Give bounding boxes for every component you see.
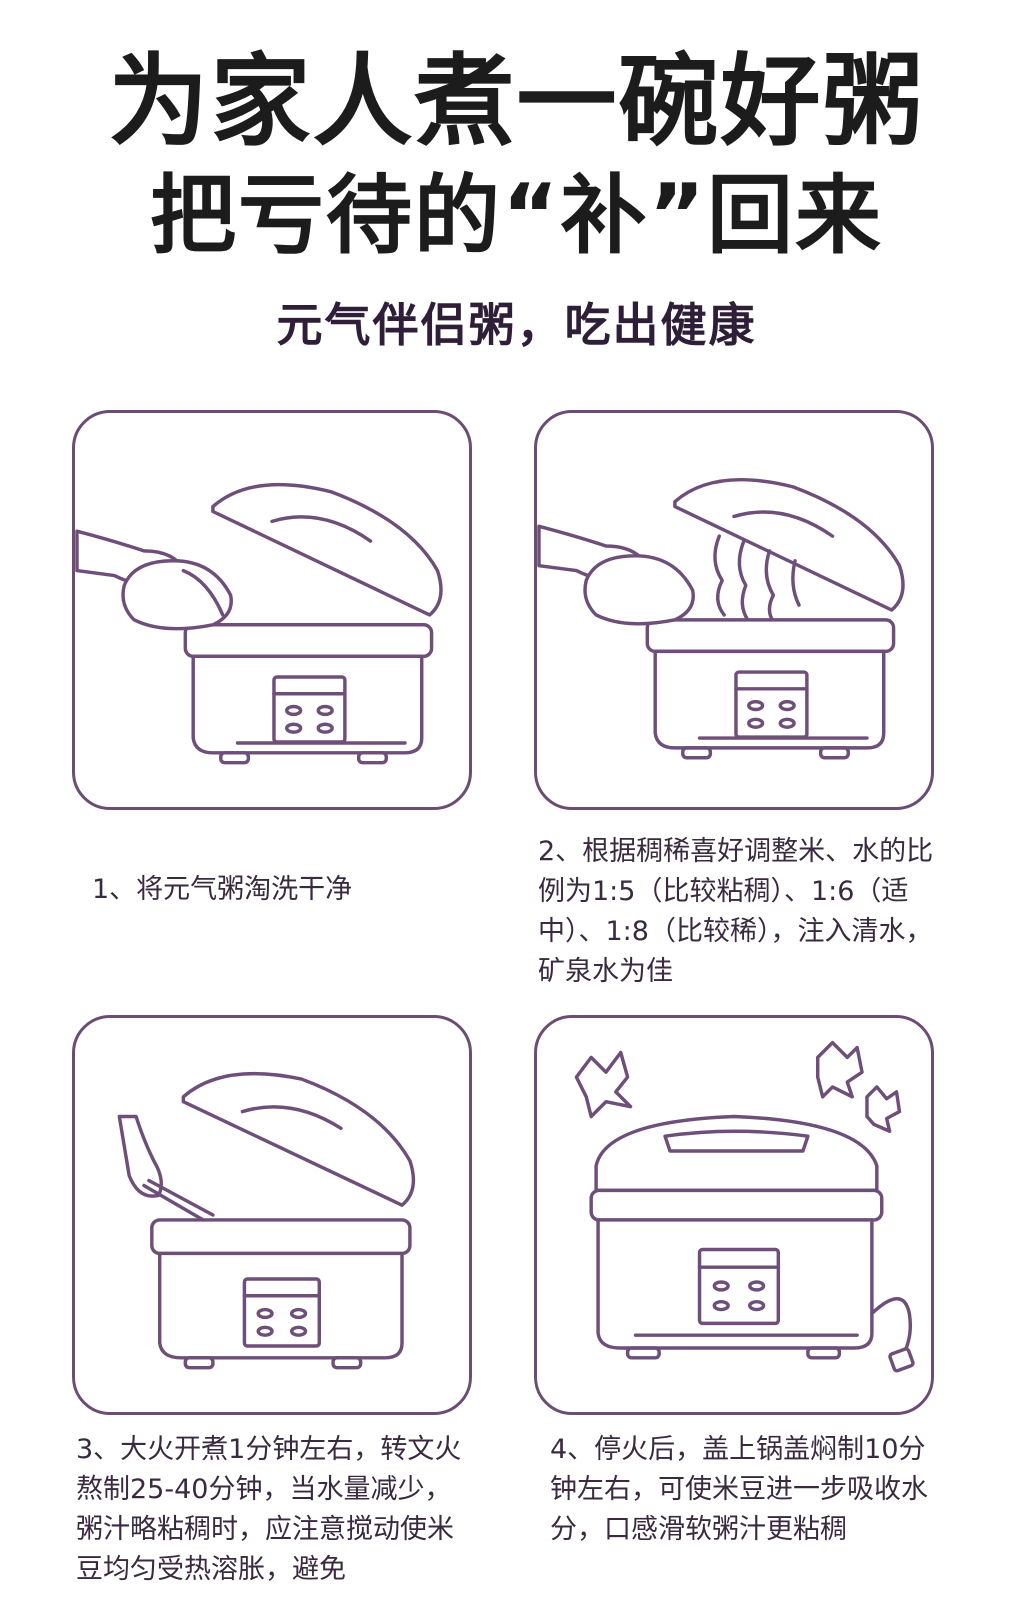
step-4-illustration [534, 1015, 934, 1415]
rice-cooker-pour-icon [75, 482, 443, 765]
step-4-caption: 4、停火后，盖上锅盖焖制10分钟左右，可使米豆进一步吸收水分，口感滑软粥汁更粘稠 [550, 1434, 928, 1545]
step-1-caption: 1、将元气粥淘洗干净 [92, 874, 353, 905]
page-title-line2: 把亏待的“补”回来 [149, 166, 884, 266]
rice-cooker-closed-icon [574, 1040, 915, 1373]
page-title: 为家人煮一碗好粥 [108, 43, 925, 160]
step-2-illustration [534, 410, 934, 810]
step-2-caption: 2、根据稠稀喜好调整米、水的比例为1:5（比较粘稠）、1:6（适中）、1:8（比… [538, 836, 934, 987]
rice-cooker-water-icon [537, 478, 905, 760]
step-1-illustration [72, 410, 472, 810]
step-3-illustration [72, 1015, 472, 1415]
rice-cooker-stir-icon [117, 1071, 416, 1370]
page-subtitle: 元气伴侣粥，吃出健康 [276, 298, 757, 352]
step-3-caption: 3、大火开煮1分钟左右，转文火熬制25-40分钟，当水量减少，粥汁略粘稠时，应注… [76, 1434, 462, 1585]
